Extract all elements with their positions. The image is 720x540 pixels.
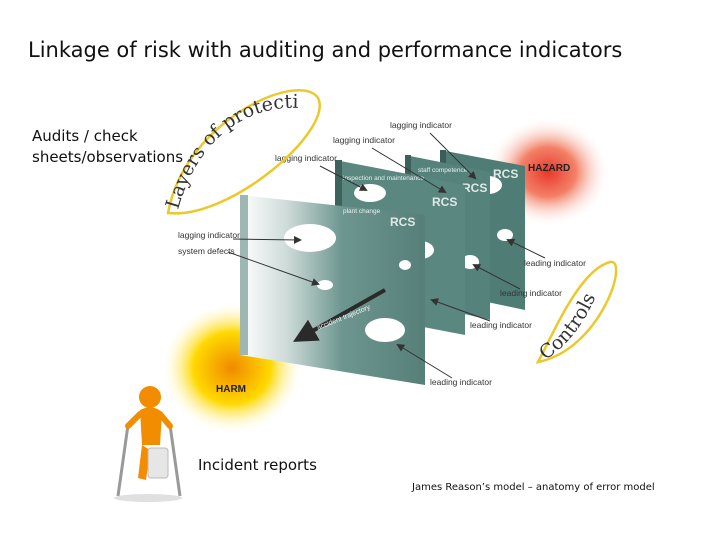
leading-indicator-1: leading indicator — [524, 258, 586, 268]
layers-of-protection-label: Layers of protection — [0, 0, 299, 211]
plate-3-caption: staff competence — [418, 167, 468, 174]
lagging-indicator-3: lagging indicator — [275, 153, 337, 163]
plate-1-label: RCS — [390, 215, 415, 229]
lagging-indicator-1: lagging indicator — [390, 120, 452, 130]
plate-2-label: RCS — [432, 195, 457, 209]
plate-4-label: RCS — [493, 167, 518, 181]
protection-ring — [166, 89, 321, 215]
audits-label: Audits / check sheets/observations — [32, 127, 184, 166]
controls-ring — [535, 260, 618, 364]
plate-3-label: RCS — [462, 181, 487, 195]
source-caption: James Reason’s model – anatomy of error … — [412, 482, 655, 493]
harm-label: HARM — [216, 384, 246, 395]
plate-2-caption: inspection and maintenance — [343, 175, 424, 182]
plate-1-caption: plant change — [343, 208, 381, 215]
indicator-callouts: lagging indicator lagging indicator lagg… — [178, 120, 586, 387]
lagging-indicator-4: lagging indicator — [178, 230, 240, 240]
leading-indicator-4: leading indicator — [430, 377, 492, 387]
plate-1: RCS plant change — [240, 195, 425, 385]
lagging-indicator-2: lagging indicator — [333, 135, 395, 145]
leading-indicator-2: leading indicator — [500, 288, 562, 298]
hazard-label: HAZARD — [528, 163, 570, 174]
leading-indicator-3: leading indicator — [470, 320, 532, 330]
slide-title: Linkage of risk with auditing and perfor… — [28, 38, 623, 62]
injured-person-on-crutches-icon — [114, 386, 182, 502]
system-defects-label: system defects — [178, 246, 235, 256]
incident-reports-label: Incident reports — [198, 456, 317, 474]
